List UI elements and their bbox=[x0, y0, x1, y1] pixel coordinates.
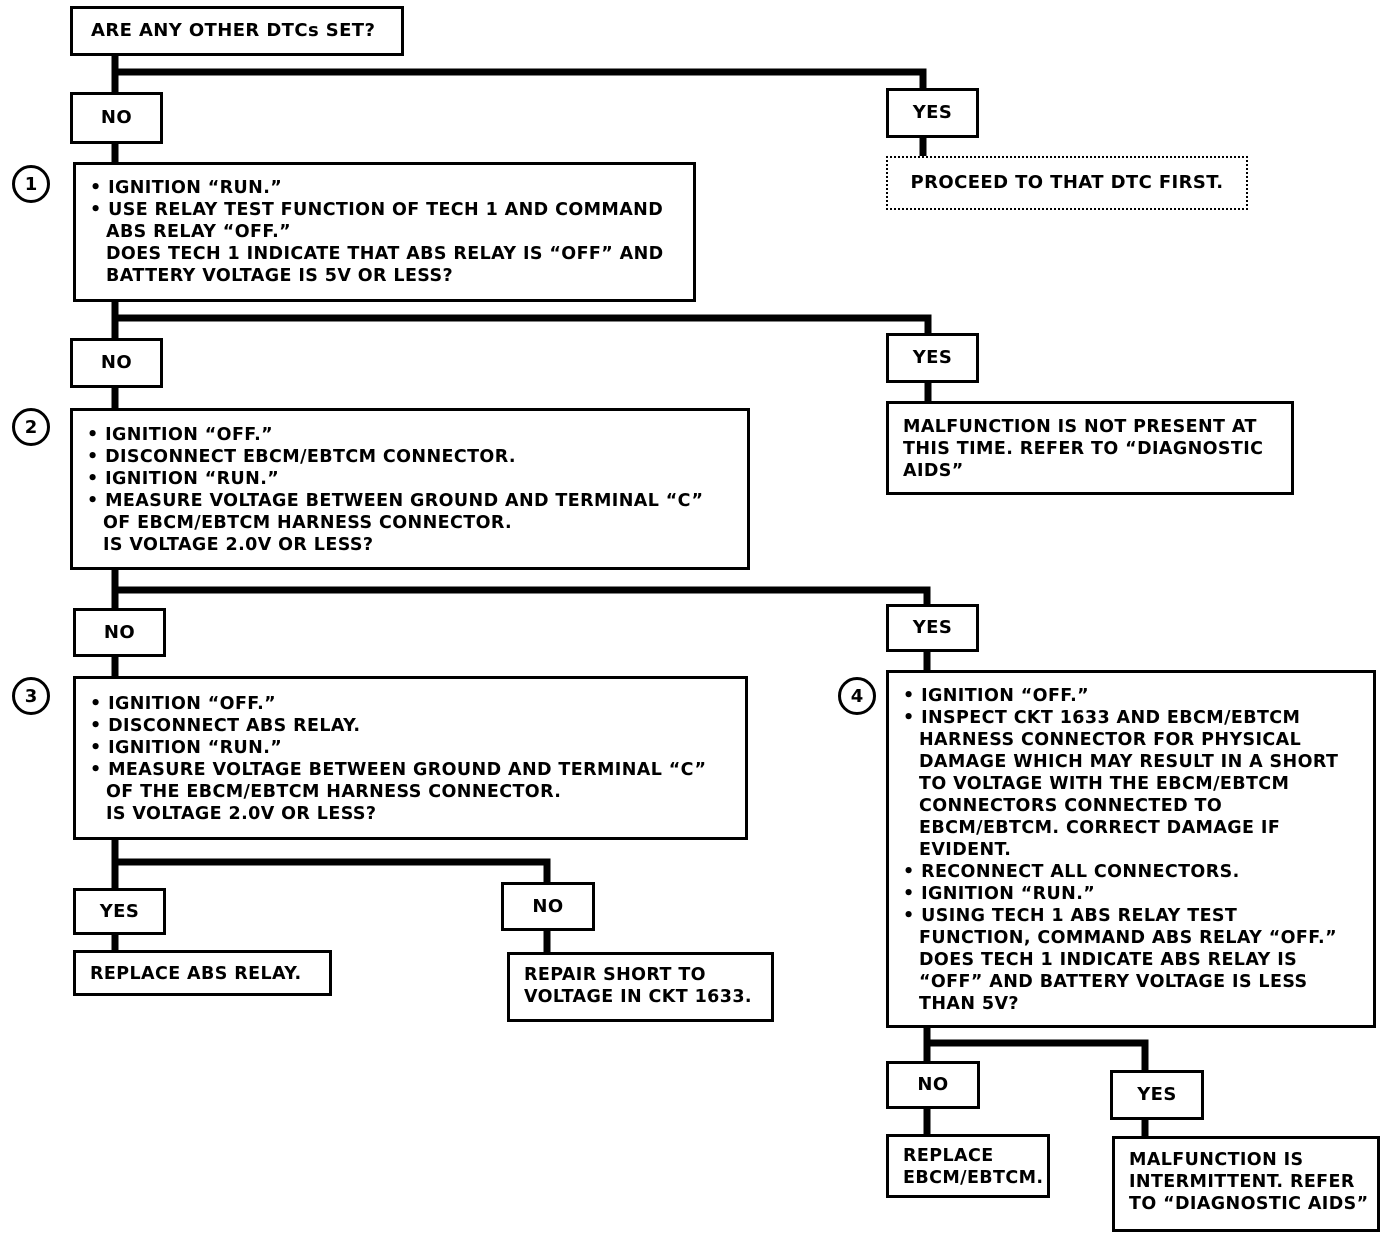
result-not-present-line-2: THIS TIME. REFER TO “DIAGNOSTIC bbox=[903, 439, 1264, 459]
result-replace-relay-line-1: REPLACE ABS RELAY. bbox=[90, 964, 302, 984]
no-label-1: NO bbox=[70, 92, 163, 144]
result-intermittent-line-2: INTERMITTENT. REFER bbox=[1129, 1172, 1355, 1192]
yes-label-3: YES bbox=[886, 604, 979, 652]
result-replace-ebcm-line-1: REPLACE bbox=[903, 1146, 994, 1166]
no-label-5: NO bbox=[886, 1061, 980, 1109]
step-4-line-10: • IGNITION “RUN.” bbox=[903, 884, 1096, 904]
step-4-line-6: CONNECTORS CONNECTED TO bbox=[919, 796, 1223, 816]
step-2-badge: 2 bbox=[12, 408, 50, 446]
yes-label-text: YES bbox=[99, 900, 140, 922]
step-2-line-5: OF EBCM/EBTCM HARNESS CONNECTOR. bbox=[103, 513, 513, 533]
step-2-line-4: • MEASURE VOLTAGE BETWEEN GROUND AND TER… bbox=[87, 491, 704, 511]
step-4-line-5: TO VOLTAGE WITH THE EBCM/EBTCM bbox=[919, 774, 1290, 794]
no-label-text: NO bbox=[103, 621, 136, 643]
start-question-box: ARE ANY OTHER DTCs SET? bbox=[70, 6, 404, 56]
result-repair-short-line-2: VOLTAGE IN CKT 1633. bbox=[524, 987, 752, 1007]
yes-label-2: YES bbox=[886, 333, 979, 383]
step-2-line-6: IS VOLTAGE 2.0V OR LESS? bbox=[103, 535, 374, 555]
no-label-text: NO bbox=[532, 895, 564, 917]
step-3-number: 3 bbox=[24, 685, 38, 707]
no-label-text: NO bbox=[100, 352, 133, 373]
step-1-box: • IGNITION “RUN.” • USE RELAY TEST FUNCT… bbox=[73, 162, 696, 302]
proceed-box: PROCEED TO THAT DTC FIRST. bbox=[886, 156, 1248, 210]
step-3-line-1: • IGNITION “OFF.” bbox=[90, 694, 277, 714]
step-1-number: 1 bbox=[24, 173, 38, 195]
step-4-line-11: • USING TECH 1 ABS RELAY TEST bbox=[903, 906, 1238, 926]
step-1-line-2: • USE RELAY TEST FUNCTION OF TECH 1 AND … bbox=[90, 200, 664, 220]
step-4-line-2: • INSPECT CKT 1633 AND EBCM/EBTCM bbox=[903, 708, 1301, 728]
step-1-line-1: • IGNITION “RUN.” bbox=[90, 178, 283, 198]
no-label-2: NO bbox=[70, 338, 163, 388]
step-3-line-5: OF THE EBCM/EBTCM HARNESS CONNECTOR. bbox=[106, 782, 562, 802]
result-replace-ebcm-box: REPLACE EBCM/EBTCM. bbox=[886, 1134, 1050, 1198]
yes-label-text: YES bbox=[1137, 1084, 1177, 1105]
step-4-line-9: • RECONNECT ALL CONNECTORS. bbox=[903, 862, 1240, 882]
yes-label-1: YES bbox=[886, 88, 979, 138]
start-question-text: ARE ANY OTHER DTCs SET? bbox=[91, 20, 376, 41]
step-3-line-2: • DISCONNECT ABS RELAY. bbox=[90, 716, 361, 736]
step-3-box: • IGNITION “OFF.” • DISCONNECT ABS RELAY… bbox=[73, 676, 748, 840]
step-4-line-4: DAMAGE WHICH MAY RESULT IN A SHORT bbox=[919, 752, 1339, 772]
step-4-line-3: HARNESS CONNECTOR FOR PHYSICAL bbox=[919, 730, 1302, 750]
step-1-badge: 1 bbox=[12, 165, 50, 203]
result-not-present-box: MALFUNCTION IS NOT PRESENT AT THIS TIME.… bbox=[886, 401, 1294, 495]
yes-label-4: YES bbox=[73, 888, 166, 935]
proceed-text: PROCEED TO THAT DTC FIRST. bbox=[910, 172, 1224, 193]
result-repair-short-box: REPAIR SHORT TO VOLTAGE IN CKT 1633. bbox=[507, 952, 774, 1022]
step-1-line-5: BATTERY VOLTAGE IS 5V OR LESS? bbox=[106, 266, 454, 286]
step-4-line-12: FUNCTION, COMMAND ABS RELAY “OFF.” bbox=[919, 928, 1337, 948]
step-4-line-8: EVIDENT. bbox=[919, 840, 1012, 860]
step-3-line-6: IS VOLTAGE 2.0V OR LESS? bbox=[106, 804, 377, 824]
step-4-number: 4 bbox=[850, 685, 864, 707]
yes-label-text: YES bbox=[912, 347, 953, 368]
result-replace-relay-box: REPLACE ABS RELAY. bbox=[73, 950, 332, 996]
step-2-box: • IGNITION “OFF.” • DISCONNECT EBCM/EBTC… bbox=[70, 408, 750, 570]
step-4-line-15: THAN 5V? bbox=[919, 994, 1019, 1014]
step-1-line-4: DOES TECH 1 INDICATE THAT ABS RELAY IS “… bbox=[106, 244, 664, 264]
step-4-badge: 4 bbox=[838, 677, 876, 715]
step-2-line-1: • IGNITION “OFF.” bbox=[87, 425, 274, 445]
result-repair-short-line-1: REPAIR SHORT TO bbox=[524, 965, 706, 985]
result-not-present-line-1: MALFUNCTION IS NOT PRESENT AT bbox=[903, 417, 1257, 437]
result-intermittent-box: MALFUNCTION IS INTERMITTENT. REFER TO “D… bbox=[1112, 1136, 1380, 1232]
no-label-3: NO bbox=[73, 608, 166, 657]
step-4-line-13: DOES TECH 1 INDICATE ABS RELAY IS bbox=[919, 950, 1298, 970]
step-4-line-7: EBCM/EBTCM. CORRECT DAMAGE IF bbox=[919, 818, 1281, 838]
yes-label-text: YES bbox=[912, 617, 953, 638]
step-1-line-3: ABS RELAY “OFF.” bbox=[106, 222, 292, 242]
step-2-line-2: • DISCONNECT EBCM/EBTCM CONNECTOR. bbox=[87, 447, 516, 467]
step-3-badge: 3 bbox=[12, 677, 50, 715]
yes-label-5: YES bbox=[1110, 1070, 1204, 1120]
step-3-line-4: • MEASURE VOLTAGE BETWEEN GROUND AND TER… bbox=[90, 760, 707, 780]
result-intermittent-line-1: MALFUNCTION IS bbox=[1129, 1150, 1304, 1170]
result-replace-ebcm-line-2: EBCM/EBTCM. bbox=[903, 1168, 1044, 1188]
result-intermittent-line-3: TO “DIAGNOSTIC AIDS” bbox=[1129, 1194, 1369, 1214]
no-label-text: NO bbox=[100, 107, 133, 128]
yes-label-text: YES bbox=[912, 102, 953, 123]
step-2-number: 2 bbox=[24, 416, 38, 438]
result-not-present-line-3: AIDS” bbox=[903, 461, 964, 481]
no-label-4: NO bbox=[501, 882, 595, 931]
step-4-line-14: “OFF” AND BATTERY VOLTAGE IS LESS bbox=[919, 972, 1308, 992]
no-label-text: NO bbox=[917, 1074, 949, 1095]
step-2-line-3: • IGNITION “RUN.” bbox=[87, 469, 280, 489]
step-3-line-3: • IGNITION “RUN.” bbox=[90, 738, 283, 758]
step-4-line-1: • IGNITION “OFF.” bbox=[903, 686, 1090, 706]
step-4-box: • IGNITION “OFF.” • INSPECT CKT 1633 AND… bbox=[886, 670, 1376, 1028]
